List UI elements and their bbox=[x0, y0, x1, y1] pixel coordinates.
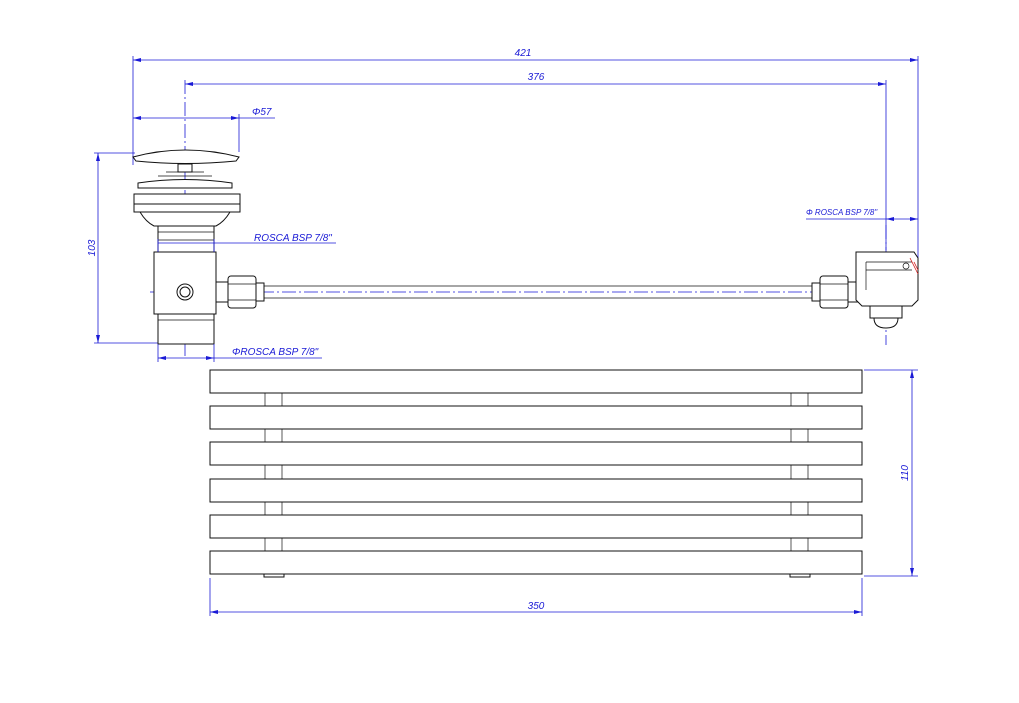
dim-radiator-height: 110 bbox=[864, 369, 918, 577]
dim-axis-distance: 376 bbox=[185, 72, 887, 250]
radiator-width-label: 350 bbox=[528, 601, 545, 612]
left-height-label: 103 bbox=[87, 239, 98, 256]
radiator-bar bbox=[209, 550, 863, 575]
thread-bottom-label: ΦROSCA BSP 7/8" bbox=[232, 347, 319, 358]
connecting-pipe bbox=[264, 285, 812, 299]
radiator bbox=[209, 369, 863, 578]
cap-diameter-label: Φ57 bbox=[252, 107, 272, 118]
radiator-bar bbox=[209, 369, 863, 394]
dim-left-height: 103 bbox=[87, 152, 158, 344]
axis-distance-label: 376 bbox=[528, 72, 545, 83]
thread-top-label: ROSCA BSP 7/8" bbox=[254, 233, 332, 244]
radiator-bar bbox=[209, 405, 863, 430]
thread-right-label: Φ ROSCA BSP 7/8" bbox=[806, 208, 878, 217]
right-valve bbox=[811, 251, 919, 329]
radiator-bar bbox=[209, 514, 863, 539]
overall-width-label: 421 bbox=[515, 48, 532, 59]
dim-thread-right: Φ ROSCA BSP 7/8" bbox=[806, 208, 918, 221]
dim-thread-bottom: ΦROSCA BSP 7/8" bbox=[157, 344, 322, 362]
dim-thread-top: ROSCA BSP 7/8" bbox=[157, 233, 336, 252]
radiator-bar bbox=[209, 441, 863, 466]
left-valve bbox=[132, 149, 265, 345]
radiator-bar bbox=[209, 478, 863, 503]
dim-cap-diameter: Φ57 bbox=[133, 107, 275, 152]
dim-radiator-width: 350 bbox=[209, 578, 863, 616]
radiator-height-label: 110 bbox=[900, 465, 911, 481]
dim-overall-width: 421 bbox=[132, 48, 919, 260]
